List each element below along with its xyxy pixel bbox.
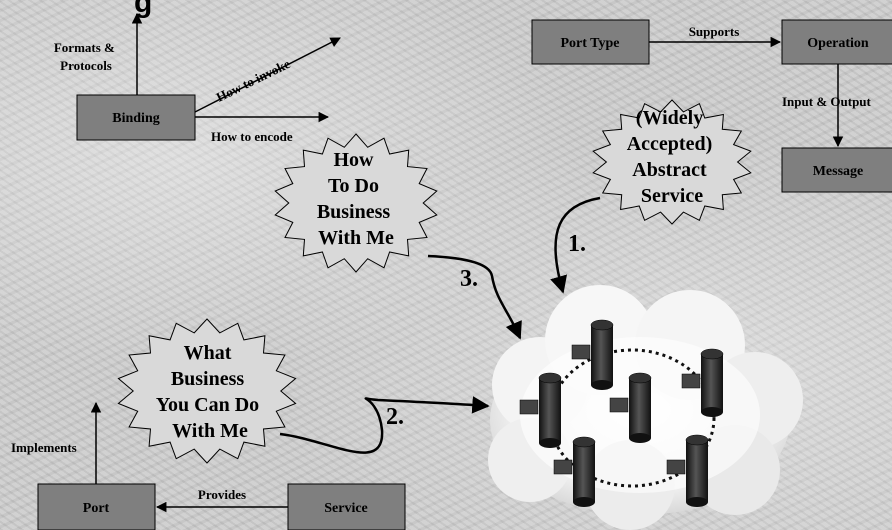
supports-label: Supports (689, 24, 740, 39)
how-to-invoke-arrow (194, 37, 341, 113)
server-node (519, 372, 562, 448)
what-business-text: What Business You Can Do With Me (156, 342, 264, 442)
implements-label: Implements (11, 440, 77, 455)
server-node (666, 434, 709, 507)
operation-label: Operation (807, 36, 869, 51)
port-box (37, 483, 156, 530)
step3-arrow (427, 254, 522, 340)
input-output-label: Input & Output (782, 94, 872, 109)
abstract-service-text: (Widely Accepted) Abstract Service (627, 107, 718, 207)
binding-label: Binding (112, 111, 159, 126)
step1-label: 1. (568, 231, 586, 257)
how-to-encode-label: How to encode (211, 129, 293, 144)
network-ring (548, 348, 716, 488)
server-node (609, 372, 652, 443)
server-node (553, 436, 596, 507)
abstract-service-burst (592, 99, 752, 225)
server-node (571, 319, 614, 390)
step3-label: 3. (460, 266, 478, 292)
provides-label: Provides (198, 487, 246, 502)
port-type-label: Port Type (561, 36, 620, 51)
step2-arrow (279, 396, 490, 454)
how-to-invoke-label: How to invoke (214, 56, 293, 105)
what-business-burst (117, 318, 297, 464)
formats-protocols-label: Formats & Protocols (54, 40, 118, 73)
step2-label: 2. (386, 404, 404, 430)
how-to-do-business-burst (274, 133, 438, 273)
how-to-do-business-text: How To Do Business With Me (317, 149, 395, 249)
port-label: Port (83, 501, 110, 516)
message-label: Message (813, 164, 864, 179)
port-type-box (531, 19, 650, 65)
step1-arrow (550, 196, 601, 294)
service-label: Service (324, 501, 368, 516)
server-node (681, 348, 724, 417)
operation-box (781, 19, 892, 65)
message-box (781, 147, 892, 193)
